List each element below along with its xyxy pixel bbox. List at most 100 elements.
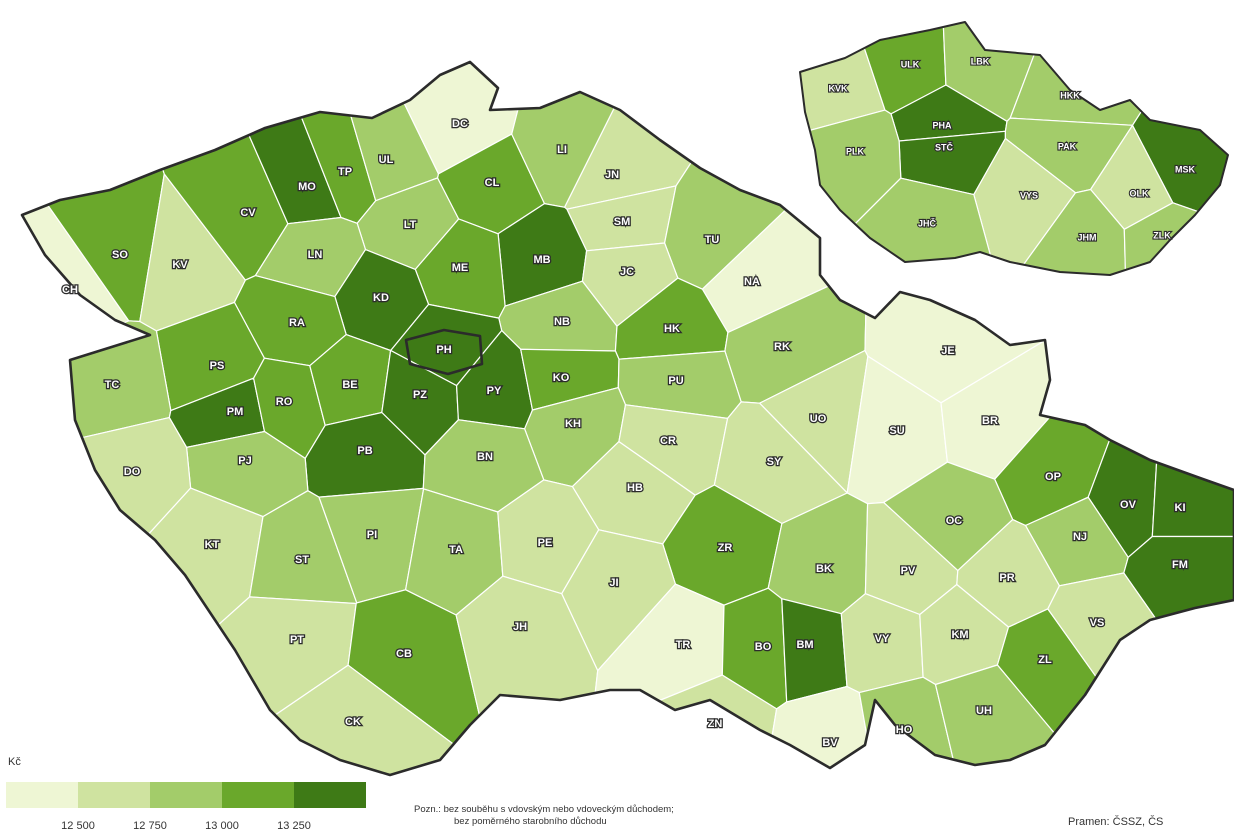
district-label-pb: PB bbox=[357, 445, 372, 457]
district-label-kv: KV bbox=[172, 259, 188, 271]
legend-tick: 12 750 bbox=[133, 820, 167, 832]
footnote: Pozn.: bez souběhu s vdovským nebo vdove… bbox=[414, 804, 674, 828]
district-labels: CHSOKVCVMOTPULDCLTLNCLLIJNSMTUMBMEKDRAJC… bbox=[61, 117, 1189, 751]
district-label-tu: TU bbox=[705, 234, 720, 246]
district-label-sy: SY bbox=[767, 456, 782, 468]
district-label-bn: BN bbox=[477, 451, 493, 463]
district-label-je: JE bbox=[941, 345, 954, 357]
footnote-line-1: Pozn.: bez souběhu s vdovským nebo vdove… bbox=[414, 804, 674, 815]
district-label-tr: TR bbox=[676, 639, 691, 651]
district-label-jc: JC bbox=[620, 266, 634, 278]
district-label-ta: TA bbox=[449, 544, 463, 556]
legend-swatch-4 bbox=[222, 782, 294, 808]
region-label-plk: PLK bbox=[846, 146, 865, 156]
district-label-pu: PU bbox=[668, 375, 683, 387]
district-label-do: DO bbox=[124, 466, 141, 478]
legend-tick: 13 000 bbox=[205, 820, 239, 832]
region-label-vys: VYS bbox=[1020, 190, 1038, 200]
district-label-kd: KD bbox=[373, 292, 389, 304]
district-label-lt: LT bbox=[404, 219, 417, 231]
legend-unit: Kč bbox=[8, 756, 21, 768]
district-label-nb: NB bbox=[554, 316, 570, 328]
region-label-olk: OLK bbox=[1130, 188, 1149, 198]
district-label-ul: UL bbox=[379, 154, 394, 166]
district-label-op: OP bbox=[1045, 471, 1061, 483]
district-label-ho: HO bbox=[896, 724, 913, 736]
district-label-cb: CB bbox=[396, 648, 412, 660]
district-label-nj: NJ bbox=[1073, 531, 1087, 543]
district-label-bm: BM bbox=[796, 639, 813, 651]
region-label-lbk: LBK bbox=[971, 56, 990, 66]
district-label-bk: BK bbox=[816, 563, 832, 575]
district-label-bo: BO bbox=[755, 641, 772, 653]
district-label-pz: PZ bbox=[413, 389, 427, 401]
district-label-ph: PH bbox=[436, 344, 451, 356]
region-label-ulk: ULK bbox=[901, 59, 920, 69]
district-label-py: PY bbox=[487, 385, 502, 397]
region-label-zlk: ZLK bbox=[1153, 230, 1171, 240]
district-label-oc: OC bbox=[946, 515, 963, 527]
region-label-msk: MSK bbox=[1175, 164, 1196, 174]
region-jhč bbox=[800, 177, 1000, 275]
district-label-mb: MB bbox=[533, 254, 550, 266]
district-label-ov: OV bbox=[1120, 499, 1137, 511]
district-label-pt: PT bbox=[290, 634, 304, 646]
region-label-hkk: HKK bbox=[1060, 90, 1080, 100]
district-label-pe: PE bbox=[538, 537, 553, 549]
district-label-so: SO bbox=[112, 249, 128, 261]
district-label-pr: PR bbox=[999, 572, 1014, 584]
district-label-ln: LN bbox=[308, 249, 323, 261]
district-label-ra: RA bbox=[289, 317, 305, 329]
district-label-kh: KH bbox=[565, 418, 581, 430]
district-label-fm: FM bbox=[1172, 559, 1188, 571]
district-label-bv: BV bbox=[822, 737, 838, 749]
region-outline bbox=[799, 21, 1229, 276]
district-label-ch: CH bbox=[62, 284, 78, 296]
district-label-pj: PJ bbox=[238, 455, 251, 467]
district-label-zn: ZN bbox=[708, 718, 723, 730]
district-label-pv: PV bbox=[901, 565, 916, 577]
district-label-vs: VS bbox=[1090, 617, 1105, 629]
district-label-ko: KO bbox=[553, 372, 570, 384]
district-label-rk: RK bbox=[774, 341, 790, 353]
legend-color-scale bbox=[6, 782, 366, 808]
district-label-na: NA bbox=[744, 276, 760, 288]
region-label-jhč: JHČ bbox=[918, 217, 937, 228]
district-label-jh: JH bbox=[513, 621, 527, 633]
district-label-li: LI bbox=[557, 144, 567, 156]
district-label-cv: CV bbox=[240, 207, 256, 219]
legend-tick: 13 250 bbox=[277, 820, 311, 832]
district-label-pm: PM bbox=[227, 406, 244, 418]
district-label-be: BE bbox=[342, 379, 357, 391]
district-label-zr: ZR bbox=[718, 542, 733, 554]
district-label-ji: JI bbox=[609, 577, 618, 589]
district-label-jn: JN bbox=[605, 169, 619, 181]
district-label-su: SU bbox=[889, 425, 904, 437]
district-label-ro: RO bbox=[276, 396, 293, 408]
district-label-sm: SM bbox=[614, 216, 631, 228]
district-label-cl: CL bbox=[485, 177, 500, 189]
region-label-jhm: JHM bbox=[1077, 232, 1096, 242]
country-outline bbox=[20, 60, 1234, 777]
district-label-uo: UO bbox=[810, 413, 827, 425]
district-label-hk: HK bbox=[664, 323, 680, 335]
region-label-kvk: KVK bbox=[828, 83, 848, 93]
district-label-me: ME bbox=[452, 262, 469, 274]
district-label-kt: KT bbox=[205, 539, 220, 551]
district-label-tc: TC bbox=[105, 379, 120, 391]
district-do bbox=[22, 416, 192, 699]
legend-swatch-3 bbox=[150, 782, 222, 808]
region-label-pak: PAK bbox=[1058, 141, 1077, 151]
district-label-pi: PI bbox=[367, 529, 377, 541]
region-label-stč: STČ bbox=[935, 141, 954, 152]
district-label-cr: CR bbox=[660, 435, 676, 447]
district-label-mo: MO bbox=[298, 181, 316, 193]
district-bm bbox=[781, 598, 848, 703]
district-label-br: BR bbox=[982, 415, 998, 427]
legend-swatch-1 bbox=[6, 782, 78, 808]
legend-swatch-5 bbox=[294, 782, 366, 808]
district-label-dc: DC bbox=[452, 118, 468, 130]
district-label-ck: CK bbox=[345, 716, 361, 728]
